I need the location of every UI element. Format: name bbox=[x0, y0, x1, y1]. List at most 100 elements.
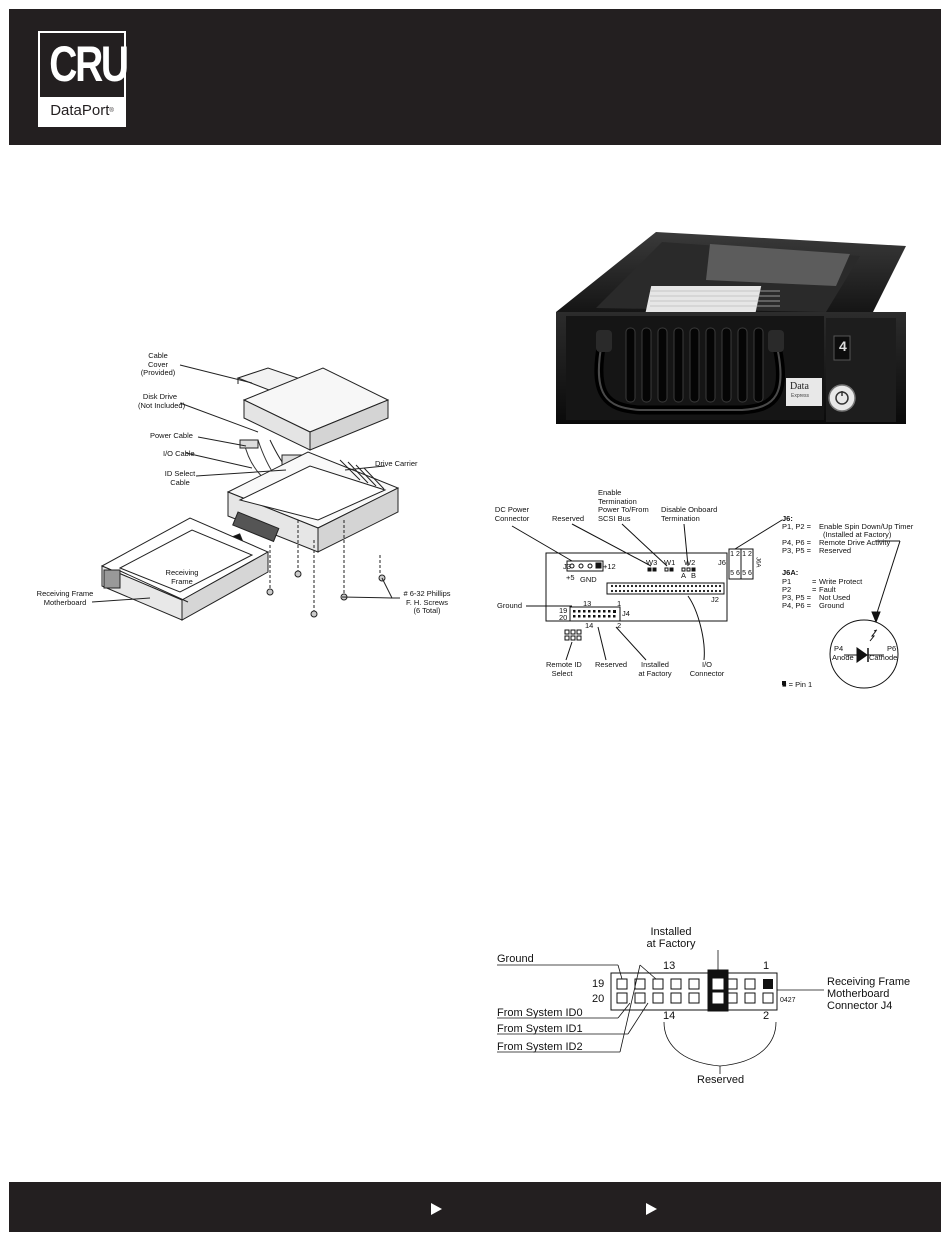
j4-installed: Installed at Factory bbox=[646, 926, 696, 950]
footer-arrow-icon bbox=[646, 1203, 657, 1215]
j6a-row2-desc: Fault bbox=[819, 585, 836, 594]
j6-row1-pins: P1, P2 = bbox=[782, 522, 811, 531]
board-pin19: 19 bbox=[559, 606, 568, 615]
label-receiving-frame: Receiving Frame bbox=[162, 568, 202, 586]
footer-band bbox=[9, 1182, 941, 1232]
callout-io-connector-line2: Connector bbox=[689, 668, 725, 678]
logo-registered-mark: ® bbox=[109, 108, 114, 114]
photo-brand-label: Data bbox=[790, 381, 809, 392]
callout-enable-term-line3: Power To/From bbox=[598, 505, 649, 514]
j6a-row3-pins: P3, P5 = bbox=[782, 593, 811, 602]
j6a-row2-pins: P2 bbox=[782, 585, 792, 594]
j6-row4-desc: Reserved bbox=[819, 546, 852, 555]
j4-pin13: 13 bbox=[663, 960, 676, 972]
board-j6a-pins-top: 1 2 bbox=[742, 551, 752, 558]
j4-reserved: Reserved bbox=[697, 1074, 745, 1086]
led-p4: P4 bbox=[834, 644, 844, 653]
callout-dc-power: DC Power Connector bbox=[488, 505, 536, 523]
j4-from-id1: From System ID1 bbox=[497, 1023, 583, 1035]
label-cable-cover: Cable Cover (Provided) bbox=[138, 351, 178, 378]
callout-reserved-top: Reserved bbox=[552, 514, 585, 523]
label-receiving-frame-line1: Receiving bbox=[165, 568, 199, 577]
led-anode: Anode bbox=[832, 653, 854, 662]
j6a-row2-eq: = bbox=[812, 585, 817, 594]
callout-remote-id: Remote ID Select bbox=[546, 660, 582, 678]
j4-ground: Ground bbox=[497, 953, 534, 965]
j6a-row1-desc: Write Protect bbox=[819, 577, 863, 586]
board-w1: W1 bbox=[664, 558, 676, 567]
callout-enable-term-line1: Enable bbox=[598, 488, 622, 497]
board-gnd: GND bbox=[580, 575, 597, 584]
board-pin1: 1 bbox=[617, 599, 622, 608]
label-screws-line1: # 6-32 Phillips bbox=[403, 589, 451, 598]
label-rf-mb-line2: Motherboard bbox=[43, 597, 87, 607]
board-w3: W3 bbox=[646, 558, 658, 567]
callout-dc-power-line2: Connector bbox=[494, 513, 530, 523]
j4-connector-line1: Receiving Frame bbox=[827, 976, 911, 988]
led-p6: P6 bbox=[887, 644, 897, 653]
label-id-select-cable: ID Select Cable bbox=[164, 469, 196, 487]
label-cable-cover-line2: Cover bbox=[147, 359, 168, 369]
j6-row2-desc: (Installed at Factory) bbox=[823, 530, 892, 539]
label-rf-mb-line1: Receiving Frame bbox=[36, 589, 94, 598]
label-id-select-line1: ID Select bbox=[164, 469, 196, 478]
label-id-select-line2: Cable bbox=[170, 477, 190, 487]
j6a-row3-desc: Not Used bbox=[819, 593, 851, 602]
board-pin13: 13 bbox=[583, 599, 592, 608]
j6-row4-pins: P3, P5 = bbox=[782, 546, 811, 555]
board-pin2: 2 bbox=[617, 621, 622, 630]
board-pin20: 20 bbox=[559, 613, 568, 622]
j6a-row1-eq: = bbox=[812, 577, 817, 586]
j4-installed-line1: Installed bbox=[650, 926, 692, 938]
j6a-row1-pins: P1 bbox=[782, 577, 792, 586]
callout-dc-power-line1: DC Power bbox=[494, 505, 530, 514]
board-plus5: +5 bbox=[566, 573, 575, 582]
board-pin14: 14 bbox=[585, 621, 594, 630]
board-j6-pins-bottom: 5 6 bbox=[730, 570, 740, 577]
j6-legend-title: J6: bbox=[782, 514, 793, 523]
label-screws: # 6-32 Phillips F. H. Screws (6 Total) bbox=[400, 589, 454, 616]
header-band: CRU DataPort® bbox=[9, 9, 941, 145]
callout-remote-id-line2: Select bbox=[551, 668, 573, 678]
callout-reserved-bottom: Reserved bbox=[595, 660, 628, 669]
cru-dataport-logo: CRU DataPort® bbox=[38, 31, 129, 127]
label-power-cable: Power Cable bbox=[150, 431, 193, 440]
callout-remote-id-line1: Remote ID bbox=[546, 660, 582, 669]
callout-io-connector-line1: I/O bbox=[701, 660, 712, 669]
footer-arrow-icon bbox=[431, 1203, 442, 1215]
j4-from-id2: From System ID2 bbox=[497, 1041, 583, 1053]
j4-connector-line3: Connector J4 bbox=[827, 1000, 893, 1012]
board-b: B bbox=[691, 571, 697, 580]
photo-brand-sub: Express bbox=[791, 393, 810, 399]
board-j4: J4 bbox=[622, 609, 630, 618]
label-receiving-frame-line2: Frame bbox=[171, 576, 193, 586]
board-w2: W2 bbox=[684, 558, 696, 567]
label-screws-line2: F. H. Screws bbox=[405, 597, 449, 607]
board-a: A bbox=[681, 571, 687, 580]
j4-connector-label: Receiving Frame Motherboard Connector J4 bbox=[827, 976, 910, 1012]
j4-pin1: 1 bbox=[763, 960, 770, 972]
label-disk-drive-line1: Disk Drive bbox=[142, 392, 178, 401]
j6a-legend-title: J6A: bbox=[782, 568, 799, 577]
callout-disable-term-line1: Disable Onboard bbox=[661, 505, 718, 514]
j6a-row4-pins: P4, P6 = bbox=[782, 601, 811, 610]
j4-from-id0: From System ID0 bbox=[497, 1007, 583, 1019]
board-j6a-pins-bottom: 5 6 bbox=[742, 570, 752, 577]
board-j6-pins-top: 1 2 bbox=[730, 551, 740, 558]
board-plus12: +12 bbox=[603, 562, 616, 571]
logo-sub-text: DataPort bbox=[50, 102, 110, 119]
callout-io-connector: I/O Connector bbox=[686, 660, 728, 678]
j6-row3-desc: Remote Drive Activity bbox=[819, 538, 891, 547]
j4-connector-line2: Motherboard bbox=[827, 988, 890, 1000]
label-drive-carrier: Drive Carrier bbox=[375, 459, 418, 468]
j6-row3-pins: P4, P6 = bbox=[782, 538, 811, 547]
callout-disable-termination: Disable Onboard Termination bbox=[661, 505, 718, 523]
callout-enable-term-line2: Termination bbox=[598, 496, 637, 506]
j4-pin14: 14 bbox=[663, 1010, 676, 1022]
label-io-cable: I/O Cable bbox=[163, 449, 195, 458]
label-receiving-frame-motherboard: Receiving Frame Motherboard bbox=[34, 589, 96, 607]
board-j3: J3 bbox=[563, 562, 571, 571]
